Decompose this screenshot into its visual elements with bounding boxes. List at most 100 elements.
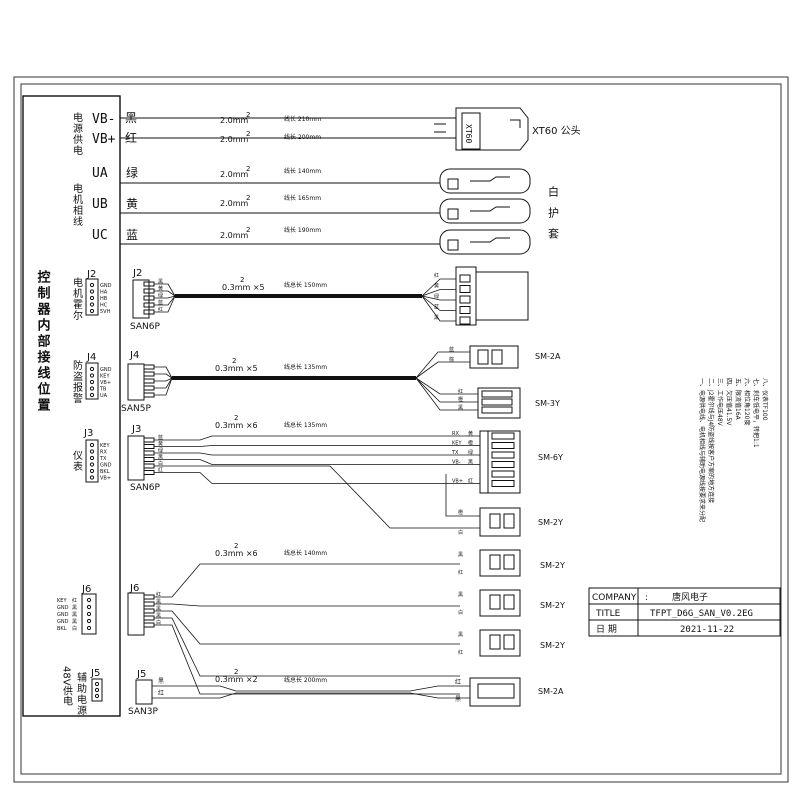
j6-pin-color-1: 黑 (72, 605, 77, 611)
j3-wire-1 (154, 445, 480, 447)
j2-fan-4 (421, 295, 456, 322)
j2-fan-3 (421, 295, 456, 311)
j4-left-pins-label-2: VB+ (100, 380, 111, 386)
j3-conn1-color-2: 绿 (468, 449, 473, 456)
title-label: TITLE (595, 609, 621, 619)
j3-conn1-pin-1 (491, 442, 515, 449)
j6-pin-label-2: GND (57, 612, 69, 618)
j6-plug-pin-3 (143, 615, 155, 621)
vbp-length: 线长 200mm (284, 133, 321, 141)
j4-left-header (85, 362, 99, 400)
j6-pin-color-4: 白 (72, 625, 77, 632)
j3-wire-3 (154, 459, 480, 465)
controller-box (22, 95, 121, 717)
ub-sup: 2 (246, 194, 250, 202)
j3-left-pins-dot-3 (89, 462, 95, 467)
j4-left-name: J4 (86, 352, 96, 363)
j3-conn1-color-5: 红 (468, 478, 473, 485)
motor-section: UA UB UC 绿 黄 蓝 2.0mm 2 2.0mm 2 2.0mm 2 线… (92, 165, 560, 255)
ub-label: UB (92, 197, 108, 212)
j3-conn1-color-3: 黑 (468, 460, 473, 466)
note-2: 三、工作电压48V (716, 378, 724, 427)
j4-conn2-color-0: 红 (458, 388, 463, 395)
j3-conn2-body (479, 507, 521, 537)
j4-conn2-name: SM-3Y (535, 399, 560, 408)
j3-conn1-pin-4 (491, 470, 515, 478)
j6-pin-label-1: GND (57, 605, 69, 611)
j2-wire-1 (154, 290, 176, 297)
j2-left-pins-label-2: HB (100, 296, 108, 302)
j2-name: J2 (132, 268, 142, 279)
j3-wire-color-5: 红 (158, 467, 163, 474)
j4-left-pins-label-1: KEY (100, 374, 110, 380)
j5-end-color-1: 红 (455, 678, 461, 686)
j3-conn1-front (479, 430, 489, 494)
j4-plug-pin-3 (143, 385, 155, 391)
inner-frame (20, 83, 782, 775)
xt60-body-label: XT60 (464, 124, 473, 143)
j5-section: J5 J5 SAN3P 黑 红 0.3mm ×2 2 线总长 200mm 红 黑… (90, 668, 564, 717)
j3-left-pins-dot-2 (89, 455, 95, 461)
j4-fan1-0 (415, 351, 470, 379)
j2-left-pins-label-1: HA (100, 290, 108, 296)
hall-label: 电机霍尔 (71, 276, 83, 321)
j3-type: SAN6P (130, 483, 160, 493)
j2-type: SAN6P (130, 322, 160, 332)
meter-label: 仪表 (71, 450, 83, 472)
j6-pin-label-3: GND (57, 619, 69, 625)
j5-color-1: 黑 (158, 678, 164, 685)
j6-conn-pin-b-0 (503, 554, 515, 570)
j4-plug-pin-4 (143, 392, 155, 398)
j4-length: 线总长 135mm (284, 363, 327, 371)
xt60-label: XT60 公头 (532, 125, 581, 137)
j6-pin-color-0: 红 (72, 597, 77, 604)
j6-gauge: 0.3mm ×6 (215, 549, 258, 558)
j6-pin-color-2: 黑 (72, 612, 77, 618)
sleeve-pin-2 (447, 239, 459, 251)
vbn-length: 线长 210mm (284, 115, 321, 123)
j2-left-header (85, 278, 99, 316)
j6-conn-pin-b-2 (503, 634, 515, 650)
j3-conn1-pin-2 (491, 451, 515, 459)
j2-left-pins-label-4: 5VH (100, 309, 111, 315)
vbn-label: VB- (92, 112, 115, 127)
j4-left-pins-dot-0 (89, 366, 95, 372)
vbn-gauge: 2.0mm (220, 116, 249, 125)
j2-left-pins-dot-1 (89, 289, 95, 294)
j5-left-header (91, 678, 103, 702)
j6-wire-4 (154, 624, 460, 695)
outer-frame (13, 76, 789, 783)
j3-conn1-pin-0 (491, 432, 515, 440)
j2-sup: 2 (240, 276, 244, 284)
j3-left-pins-dot-0 (89, 442, 95, 448)
j6-wire-1 (154, 603, 460, 607)
j4-fan2-0 (415, 377, 478, 395)
j4-conn2-pin-2 (481, 406, 513, 414)
j3-name: J3 (131, 424, 141, 435)
note-5: 六、相位角120度 (743, 378, 751, 425)
j6-wire-3 (154, 617, 460, 677)
j2-left-name: J2 (86, 269, 96, 280)
j2-wire-color-3: 蓝 (158, 299, 163, 306)
j6-conn-pin-b-1 (503, 594, 515, 610)
j4-conn1-body (469, 345, 519, 369)
j6-conn-body-0 (479, 549, 521, 577)
j6-sup: 2 (234, 542, 238, 550)
j6-pin-color-3: 黑 (72, 619, 77, 625)
j5-left-pins-dot-1 (94, 687, 100, 693)
ua-sup: 2 (246, 165, 250, 173)
j2-left-pins-label-0: GND (100, 283, 112, 289)
j2-left-pins-dot-0 (89, 282, 95, 288)
j3-conn2-color-0: 橙 (458, 509, 463, 516)
aux-voltage: 48V供电 (61, 666, 73, 706)
j3-left-pins-label-2: TX (99, 456, 107, 462)
j3-left-pins-label-1: RX (100, 450, 107, 456)
note-4: 五、限流值16A (734, 378, 742, 421)
j5-type: SAN3P (128, 707, 158, 717)
